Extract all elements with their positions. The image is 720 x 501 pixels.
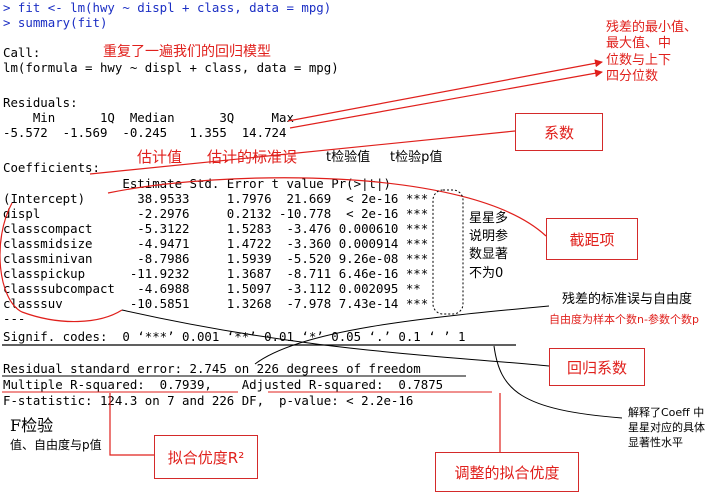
annotation-f-test-sub: 值、自由度与p值 xyxy=(10,438,102,452)
label-box-r-squared-text: 拟合优度R² xyxy=(167,448,245,467)
annotation-call-note: 重复了一遍我们的回归模型 xyxy=(103,44,271,60)
annotation-residual-note: 残差的最小值、 最大值、中 位数与上下 四分位数 xyxy=(606,20,698,84)
console-line-residuals-header: Min 1Q Median 3Q Max xyxy=(3,110,302,125)
label-box-adjusted-r-squared: 调整的拟合优度 xyxy=(435,452,579,492)
console-line-coef-suv: classsuv -10.5851 1.3268 -7.978 7.43e-14… xyxy=(3,296,429,311)
annotation-pvalue: t检验p值 xyxy=(390,150,443,165)
label-box-intercept-text: 截距项 xyxy=(569,230,615,249)
annotation-rse-note: 残差的标准误与自由度 xyxy=(562,292,693,307)
console-line-r-squared: Multiple R-squared: 0.7939, Adjusted R-s… xyxy=(3,377,451,392)
annotation-stderr: 估计的标准误 xyxy=(207,148,298,166)
annotation-stars-note: 星星多 说明参 数显著 不为0 xyxy=(469,211,509,281)
console-line-coef-header: Estimate Std. Error t value Pr(>|t|) xyxy=(3,176,421,191)
console-line-residuals-label: Residuals: xyxy=(3,95,78,110)
console-line-coef-midsize: classmidsize -4.9471 1.4722 -3.360 0.000… xyxy=(3,236,429,251)
console-line-coef-minivan: classminivan -8.7986 1.5939 -5.520 9.26e… xyxy=(3,251,429,266)
label-box-regression-coef: 回归系数 xyxy=(549,348,645,386)
console-line-coef-intercept: (Intercept) 38.9533 1.7976 21.669 < 2e-1… xyxy=(3,191,429,206)
label-box-coefficients-text: 系数 xyxy=(543,123,574,142)
annotation-df-note: 自由度为样本个数n-参数个数p xyxy=(549,313,699,326)
console-line-command-1: > fit <- lm(hwy ~ displ + class, data = … xyxy=(3,0,332,15)
console-line-residuals-values: -5.572 -1.569 -0.245 1.355 14.724 xyxy=(3,125,294,140)
annotation-estimate: 估计值 xyxy=(137,148,183,166)
console-line-call-label: Call: xyxy=(3,45,41,60)
console-line-coefficients-label: Coefficients: xyxy=(3,160,100,175)
label-box-r-squared: 拟合优度R² xyxy=(154,435,258,479)
console-line-coef-compact: classcompact -5.3122 1.5283 -3.476 0.000… xyxy=(3,221,429,236)
annotation-signif-note: 解释了Coeff 中 星星对应的具体 显著性水平 xyxy=(628,406,705,449)
console-line-signif-codes: Signif. codes: 0 ‘***’ 0.001 ‘**’ 0.01 ‘… xyxy=(3,329,466,344)
console-line-coef-subcompact: classsubcompact -4.6988 1.5097 -3.112 0.… xyxy=(3,281,429,296)
label-box-adjusted-r-squared-text: 调整的拟合优度 xyxy=(454,463,560,482)
console-line-command-2: > summary(fit) xyxy=(3,15,108,30)
label-box-coefficients: 系数 xyxy=(515,113,603,151)
annotation-tvalue: t检验值 xyxy=(326,150,371,165)
console-line-separator: --- xyxy=(3,311,26,326)
console-line-coef-pickup: classpickup -11.9232 1.3687 -8.711 6.46e… xyxy=(3,266,429,281)
console-line-residual-se: Residual standard error: 2.745 on 226 de… xyxy=(3,361,421,376)
annotation-f-test-title: F检验 xyxy=(10,416,54,435)
label-box-intercept: 截距项 xyxy=(546,218,638,260)
label-box-regression-coef-text: 回归系数 xyxy=(566,358,627,377)
console-line-call-formula: lm(formula = hwy ~ displ + class, data =… xyxy=(3,60,339,75)
console-line-coef-displ: displ -2.2976 0.2132 -10.778 < 2e-16 *** xyxy=(3,206,429,221)
console-line-f-statistic: F-statistic: 124.3 on 7 and 226 DF, p-va… xyxy=(3,393,414,408)
